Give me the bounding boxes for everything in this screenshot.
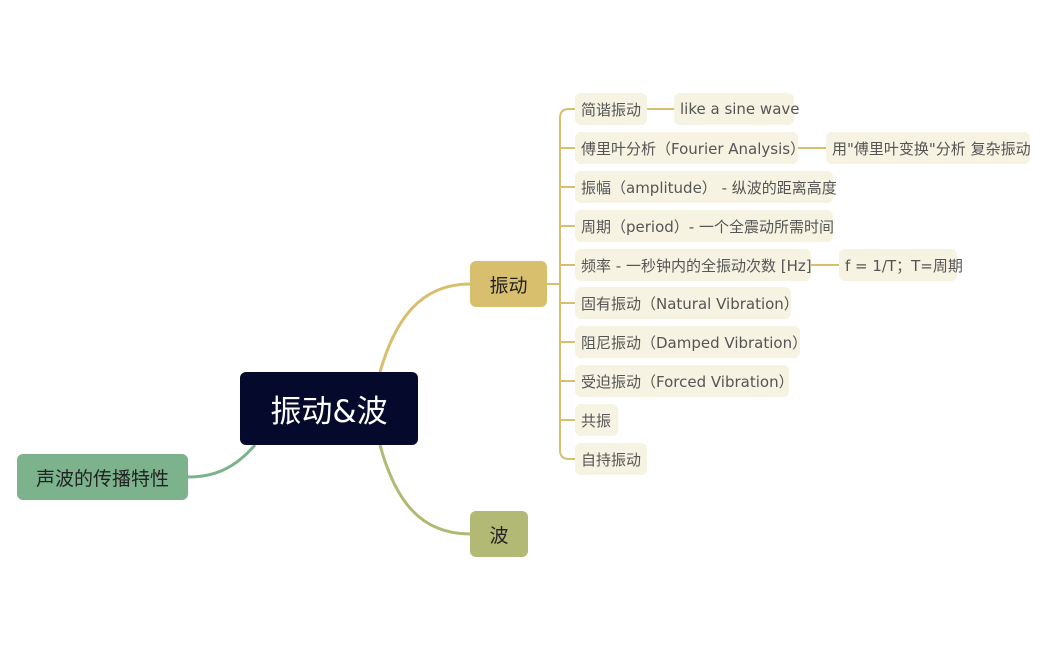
topic-natural-vibration[interactable]: 固有振动（Natural Vibration） (575, 287, 799, 319)
branch-wave[interactable]: 波 (470, 511, 528, 557)
topic-forced-vibration[interactable]: 受迫振动（Forced Vibration） (575, 365, 794, 397)
root-topic[interactable]: 振动&波 (240, 372, 418, 445)
topic-self-excited-vibration[interactable]: 自持振动 (575, 443, 647, 475)
connector-root-vibration (378, 282, 471, 373)
branch-vibration[interactable]: 振动 (470, 261, 547, 307)
connector-root-sound (187, 444, 257, 479)
topic-frequency[interactable]: 频率 - 一秒钟内的全振动次数 [Hz] (575, 249, 812, 281)
connector-topic-0 (559, 108, 575, 119)
topic-damped-vibration[interactable]: 阻尼振动（Damped Vibration） (575, 326, 807, 358)
branch-sound-propagation[interactable]: 声波的传播特性 (17, 454, 188, 500)
connector-root-wave (378, 444, 471, 536)
note-fourier-transform[interactable]: 用"傅里叶变换"分析 复杂振动 (826, 132, 1031, 164)
topic-amplitude[interactable]: 振幅（amplitude） - 纵波的距离高度 (575, 171, 837, 203)
connector-topic-9 (559, 449, 575, 460)
note-frequency-formula[interactable]: f = 1/T；T=周期 (839, 249, 963, 281)
topic-period[interactable]: 周期（period）- 一个全震动所需时间 (575, 210, 834, 242)
topic-fourier-analysis[interactable]: 傅里叶分析（Fourier Analysis） (575, 132, 805, 164)
note-sine-wave[interactable]: like a sine wave (674, 93, 800, 125)
topic-simple-harmonic[interactable]: 简谐振动 (575, 93, 647, 125)
topic-resonance[interactable]: 共振 (575, 404, 618, 436)
